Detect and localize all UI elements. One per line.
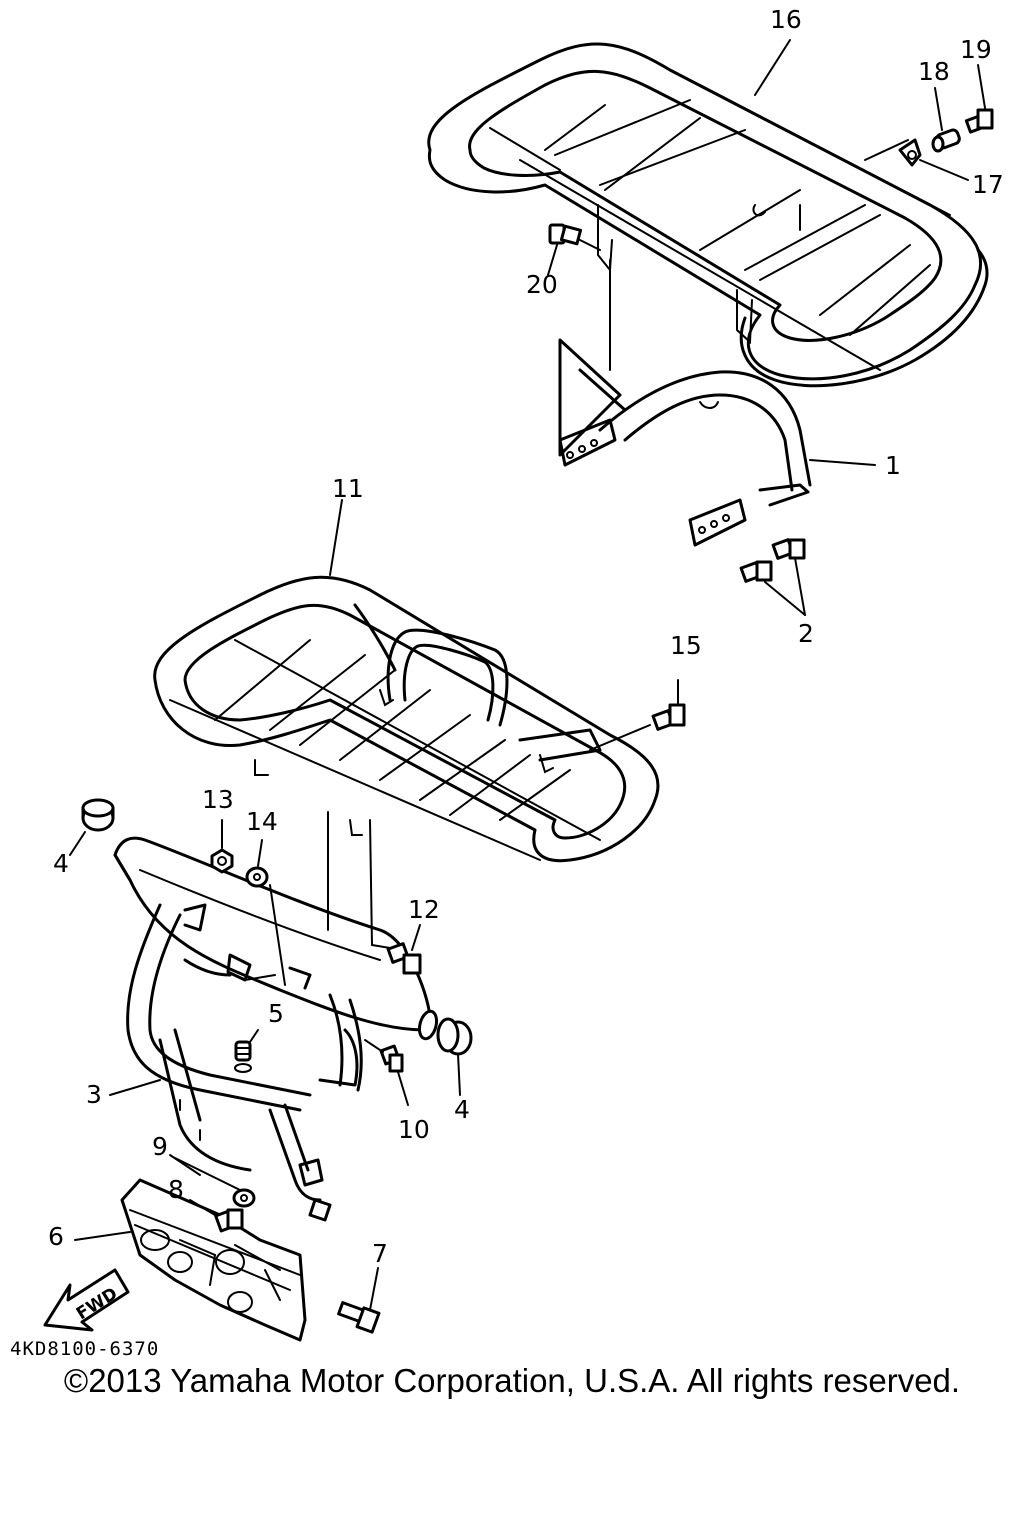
part-label-14: 14: [246, 807, 278, 836]
part-label-6: 6: [48, 1222, 64, 1251]
bolt-7: [337, 1267, 381, 1334]
part-label-12: 12: [408, 895, 440, 924]
part-label-13: 13: [202, 785, 234, 814]
grommet-5: [234, 1029, 259, 1073]
part-label-16: 16: [770, 5, 802, 34]
rear-carrier-stay: [558, 338, 876, 547]
part-label-17: 17: [972, 170, 1004, 199]
rear-carrier-rack: [427, 42, 989, 388]
front-carrier-stay: [109, 836, 439, 1222]
nut-13: [210, 819, 234, 874]
cap-4: [69, 798, 473, 1096]
part-label-10: 10: [398, 1115, 430, 1144]
part-label-4-right: 4: [454, 1095, 470, 1124]
collar-18: [931, 87, 961, 153]
part-label-15: 15: [670, 631, 702, 660]
bolt-10: [364, 1039, 409, 1106]
bolt-12: [386, 924, 422, 975]
bolt-15: [651, 679, 686, 731]
copyright-notice: ©2013 Yamaha Motor Corporation, U.S.A. A…: [63, 1362, 961, 1399]
bolt-19: [964, 64, 994, 134]
bolt-20: [547, 223, 601, 276]
part-label-1: 1: [885, 451, 901, 480]
part-label-7: 7: [372, 1239, 388, 1268]
bolt-2: [739, 538, 806, 616]
part-label-9: 9: [152, 1132, 168, 1161]
washer-9: [174, 1157, 256, 1208]
skid-plate: [74, 1178, 307, 1342]
part-label-5: 5: [268, 999, 284, 1028]
washer-14: [245, 839, 286, 986]
part-label-19: 19: [960, 35, 992, 64]
front-carrier-rack: [153, 575, 660, 949]
part-label-4-left: 4: [53, 849, 69, 878]
part-label-18: 18: [918, 57, 950, 86]
part-label-2: 2: [798, 619, 814, 648]
part-label-8: 8: [168, 1175, 184, 1204]
drawing-code: 4KD8100-6370: [10, 1338, 159, 1360]
part-label-20: 20: [526, 270, 558, 299]
bolt-8: [189, 1199, 244, 1233]
part-label-3: 3: [86, 1080, 102, 1109]
clip-17: [898, 138, 969, 181]
fwd-arrow-icon: FWD: [43, 1268, 130, 1332]
part-label-11: 11: [332, 474, 364, 503]
